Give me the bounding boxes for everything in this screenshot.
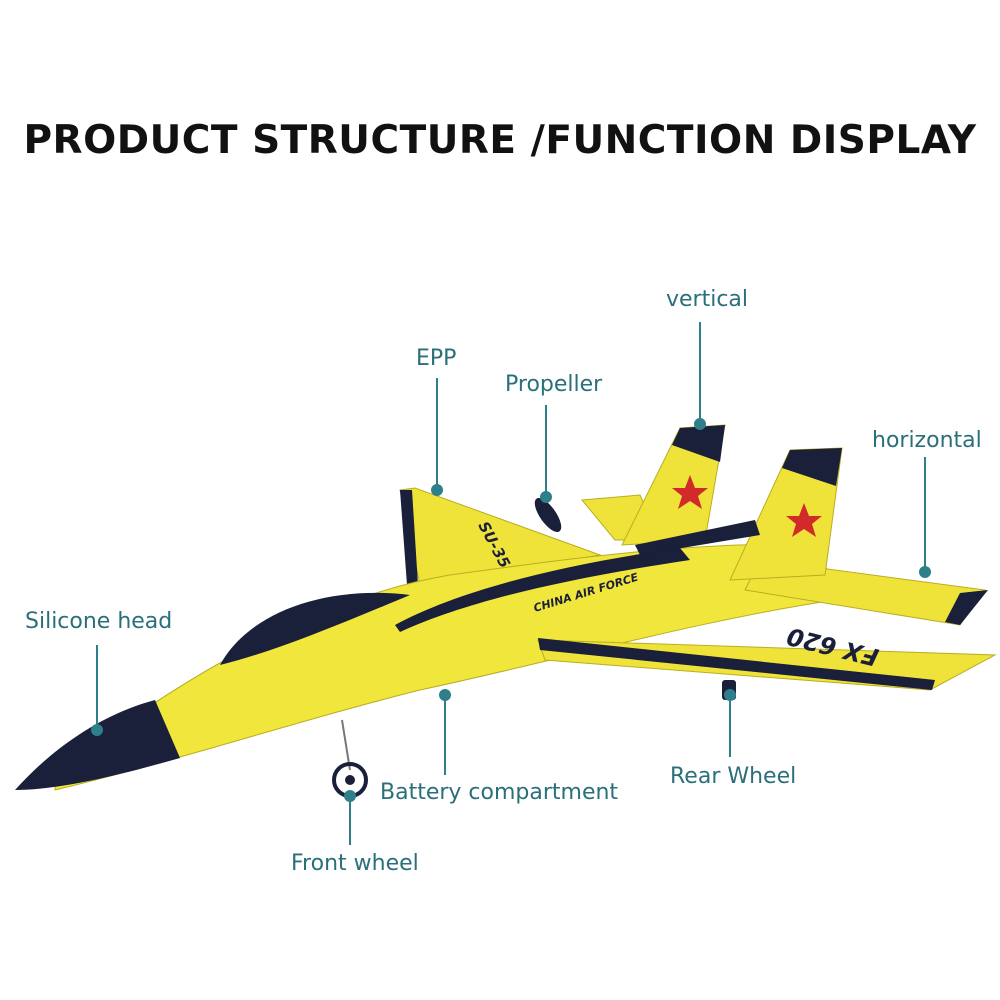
right-wing-edge <box>538 638 935 690</box>
right-h-stabilizer-tip <box>945 590 988 625</box>
yellow-jet-illustration: SU-35 CHINA AIR FORCE FX 620 <box>15 424 997 798</box>
star-icon <box>786 503 822 537</box>
propeller-icon <box>534 497 562 533</box>
star-icon <box>672 475 708 509</box>
engine-nacelle <box>635 520 760 555</box>
right-fin-tip <box>782 448 842 486</box>
left-fin-tip <box>672 425 725 462</box>
label-vertical: vertical <box>666 287 749 312</box>
label-epp: EPP <box>416 346 457 371</box>
canopy <box>220 592 410 665</box>
label-horizontal: horizontal <box>872 428 982 453</box>
nose-cone <box>15 700 180 790</box>
page-title: PRODUCT STRUCTURE /FUNCTION DISPLAY <box>23 118 977 163</box>
label-propeller: Propeller <box>505 372 603 397</box>
left-wing-edge <box>400 490 418 585</box>
intake-stripe <box>395 548 690 632</box>
label-battery-compartment: Battery compartment <box>380 780 619 805</box>
label-rear-wheel: Rear Wheel <box>670 764 797 789</box>
leader-lines <box>91 322 931 845</box>
label-front-wheel: Front wheel <box>291 851 419 876</box>
label-silicone-head: Silicone head <box>25 609 173 634</box>
